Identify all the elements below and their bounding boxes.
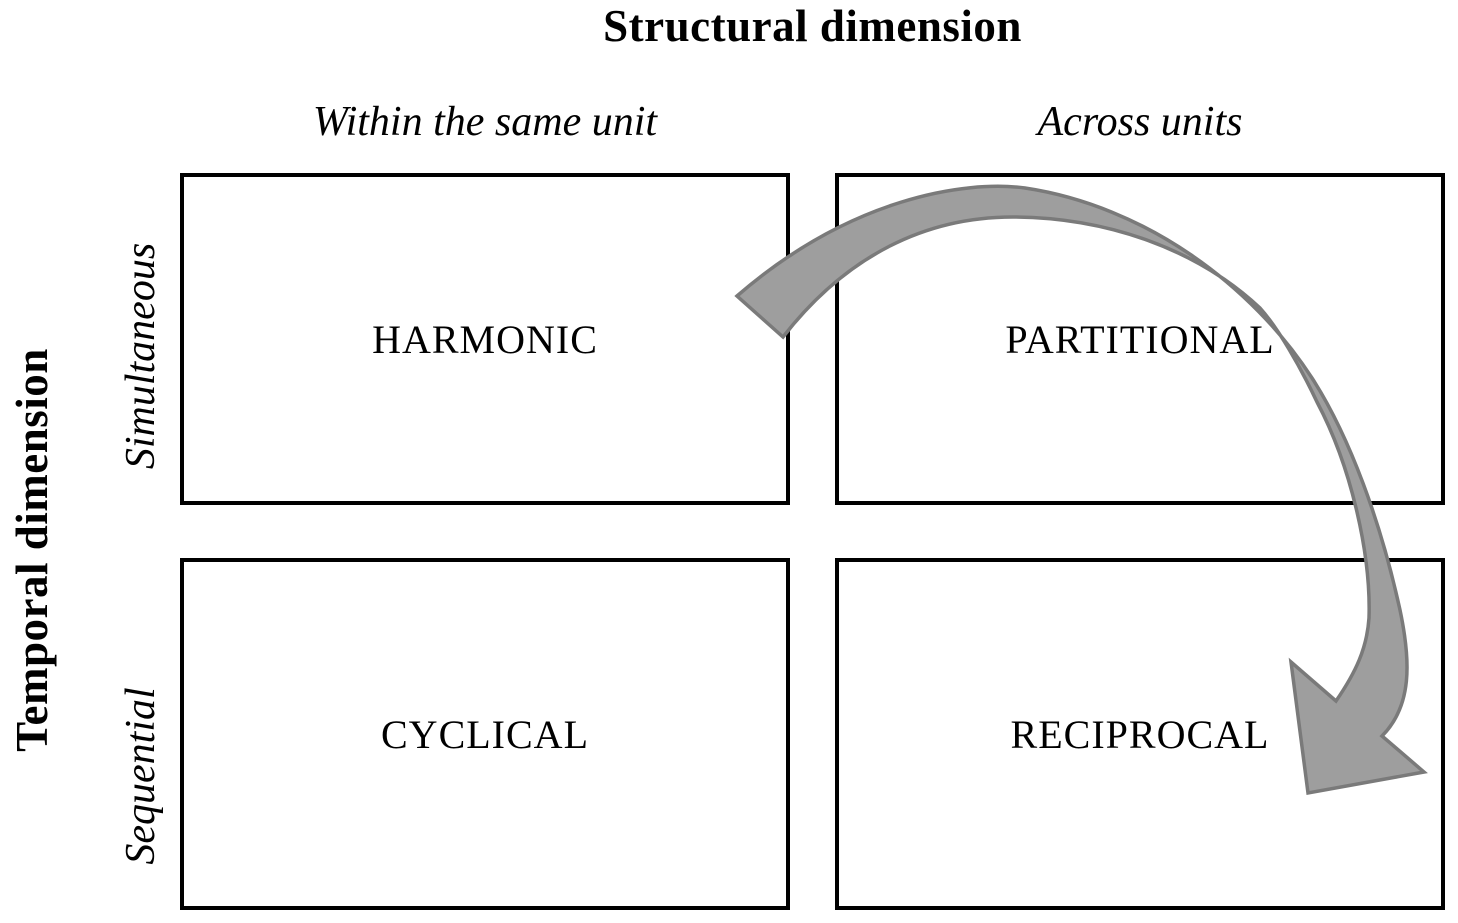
quadrant-cyclical: CYCLICAL xyxy=(180,558,790,910)
temporal-dimension-axis-title: Temporal dimension xyxy=(7,348,57,752)
quadrant-partitional-label: PARTITIONAL xyxy=(1005,316,1275,362)
row-header-sequential: Sequential xyxy=(118,687,164,865)
structural-dimension-axis-title: Structural dimension xyxy=(603,1,1022,51)
quadrant-reciprocal: RECIPROCAL xyxy=(835,558,1445,910)
quadrant-cyclical-label: CYCLICAL xyxy=(381,711,589,757)
quadrant-harmonic-label: HARMONIC xyxy=(372,316,598,362)
column-header-across-units: Across units xyxy=(1037,99,1243,145)
quadrant-harmonic: HARMONIC xyxy=(180,173,790,505)
column-header-within-same-unit: Within the same unit xyxy=(312,99,658,145)
quadrant-partitional: PARTITIONAL xyxy=(835,173,1445,505)
row-header-simultaneous: Simultaneous xyxy=(118,242,164,470)
quadrant-reciprocal-label: RECIPROCAL xyxy=(1010,711,1270,757)
